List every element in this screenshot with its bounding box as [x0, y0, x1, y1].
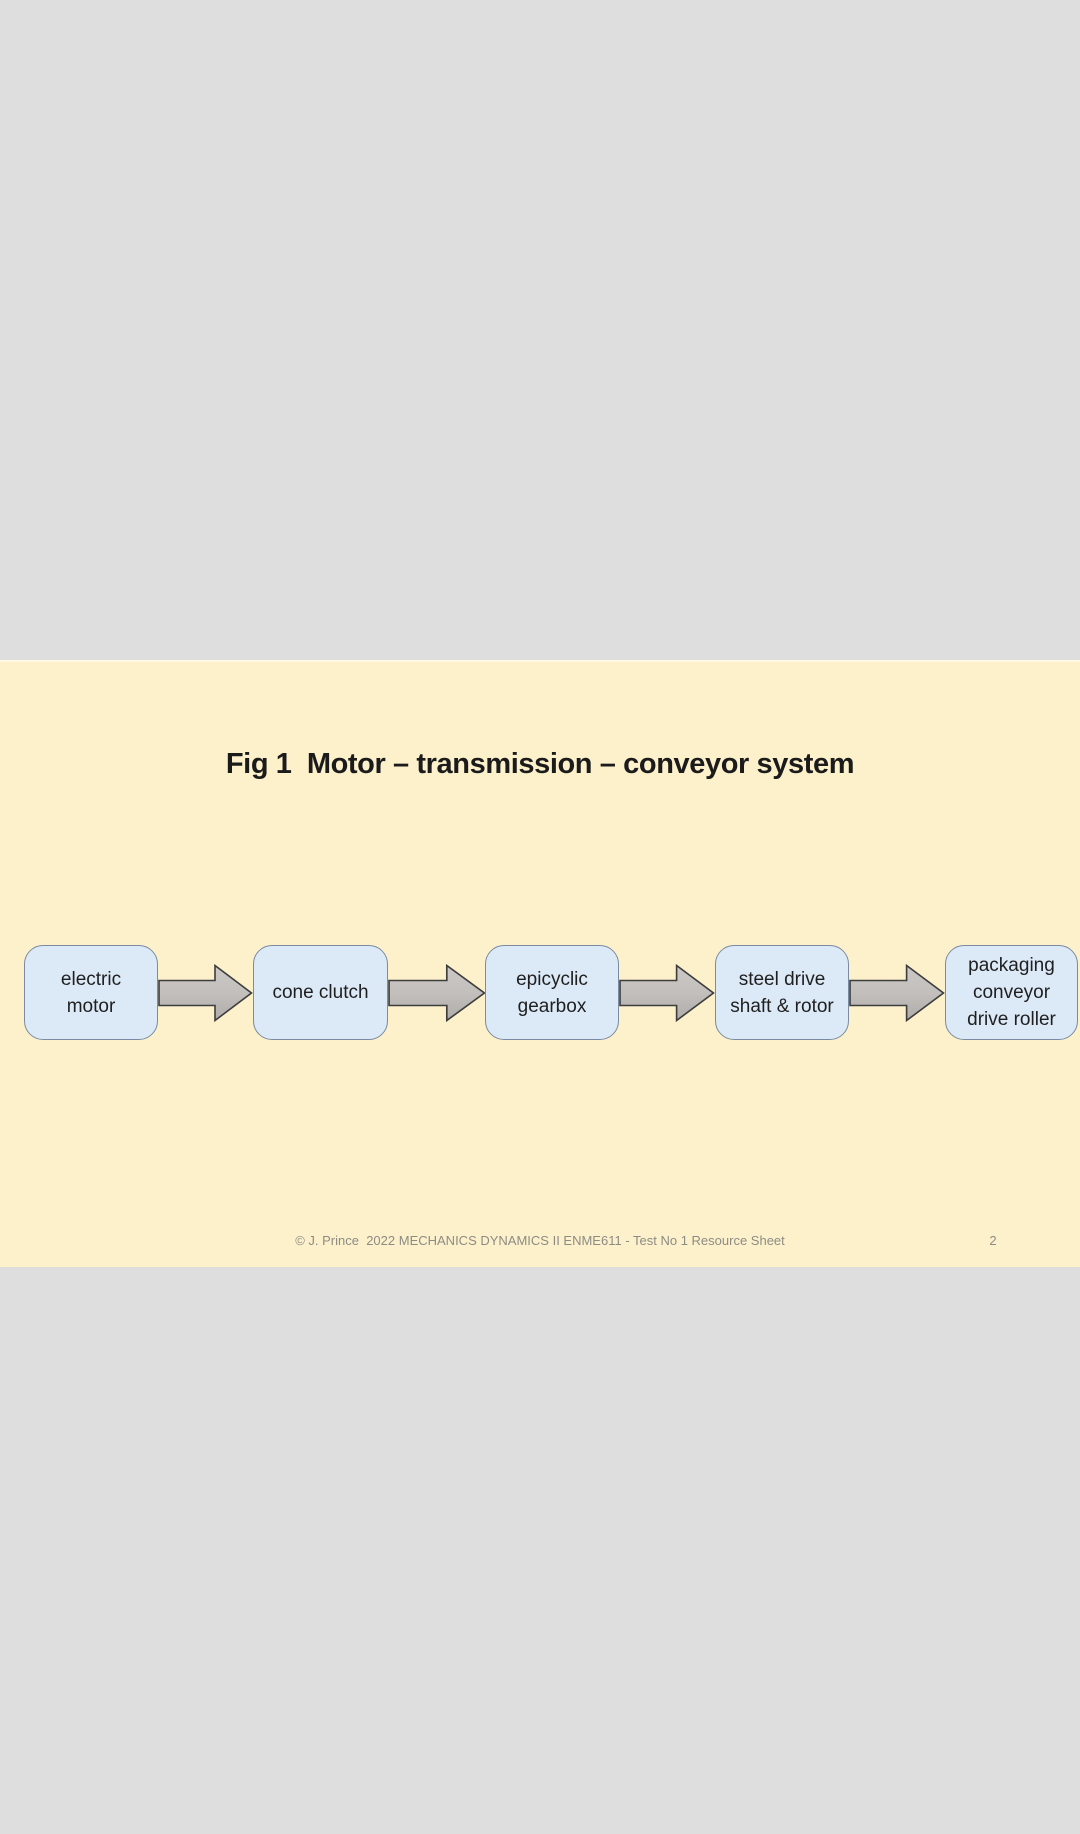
flow-box-cone-clutch: cone clutch [253, 945, 388, 1040]
flow-box-steel-drive-shaft: steel drive shaft & rotor [715, 945, 849, 1040]
flow-box-label: epicyclic gearbox [516, 968, 588, 1017]
footer-copyright-text: © J. Prince 2022 MECHANICS DYNAMICS II E… [295, 1233, 785, 1248]
flow-box-packaging-conveyor-roller: packaging conveyor drive roller [945, 945, 1078, 1040]
figure-title: Fig 1 Motor – transmission – conveyor sy… [225, 748, 855, 780]
page-number: 2 [989, 1233, 997, 1248]
flow-box-label: packaging conveyor drive roller [967, 955, 1056, 1030]
flow-box-epicyclic-gearbox: epicyclic gearbox [485, 945, 619, 1040]
block-arrow-right-icon [158, 964, 253, 1022]
block-arrow-right-icon [388, 964, 486, 1022]
flow-diagram: electric motor cone clutch epicyclic gea… [0, 662, 1080, 1267]
slide: Fig 1 Motor – transmission – conveyor sy… [0, 660, 1080, 1267]
flow-box-label: electric motor [60, 968, 122, 1017]
block-arrow-right-icon [619, 964, 715, 1022]
flow-box-label: cone clutch [272, 982, 369, 1003]
block-arrow-right-icon [849, 964, 945, 1022]
flow-box-electric-motor: electric motor [24, 945, 158, 1040]
flow-box-label: steel drive shaft & rotor [730, 968, 834, 1017]
